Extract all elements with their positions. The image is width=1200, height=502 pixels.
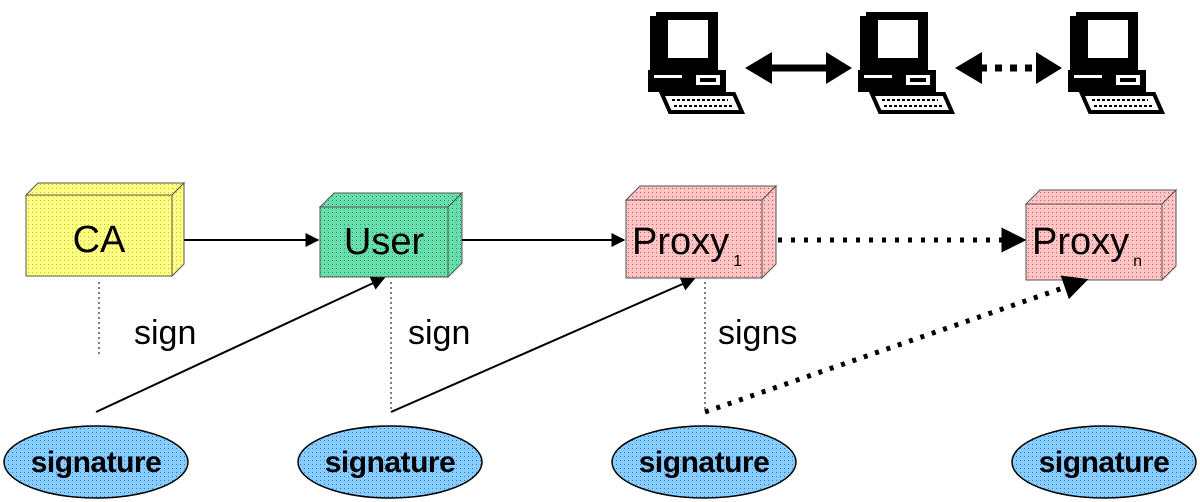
- signature-4-label: signature: [1039, 446, 1170, 479]
- signature-3: signature: [611, 425, 797, 499]
- signature-1: signature: [3, 425, 189, 499]
- computer-icon: [856, 10, 954, 114]
- signature-3-label: signature: [639, 446, 770, 479]
- bidirectional-arrow: [745, 52, 852, 84]
- user-label: User: [344, 221, 425, 263]
- signature-1-label: signature: [31, 446, 162, 479]
- signs-label-proxy: signs: [718, 314, 797, 352]
- ca-label: CA: [73, 219, 126, 261]
- proxy1-box: Proxy 1: [624, 184, 778, 280]
- computer-icon: [1066, 10, 1164, 114]
- proxyn-name: Proxy: [1032, 221, 1129, 263]
- computer-icon: [646, 10, 744, 114]
- proxy1-label: Proxy 1: [632, 221, 742, 270]
- signature-2-label: signature: [325, 446, 456, 479]
- ca-box: CA: [24, 181, 186, 278]
- arrow-signature3-to-proxyn: [704, 275, 1089, 415]
- sign-label-user: sign: [408, 314, 470, 352]
- proxy1-name: Proxy: [632, 221, 729, 263]
- signature-2: signature: [297, 425, 483, 499]
- proxyn-label: Proxy n: [1032, 221, 1142, 270]
- arrow-signature2-to-proxy1: [390, 277, 696, 413]
- signature-4: signature: [1011, 425, 1197, 499]
- arrow-signature1-to-user: [95, 276, 386, 413]
- sign-label-ca: sign: [134, 314, 196, 352]
- bidirectional-dotted-arrow: [955, 52, 1062, 84]
- proxy1-subscript: 1: [733, 253, 742, 270]
- proxyn-box: Proxy n: [1024, 188, 1178, 282]
- proxyn-subscript: n: [1133, 253, 1142, 270]
- user-box: User: [318, 191, 464, 279]
